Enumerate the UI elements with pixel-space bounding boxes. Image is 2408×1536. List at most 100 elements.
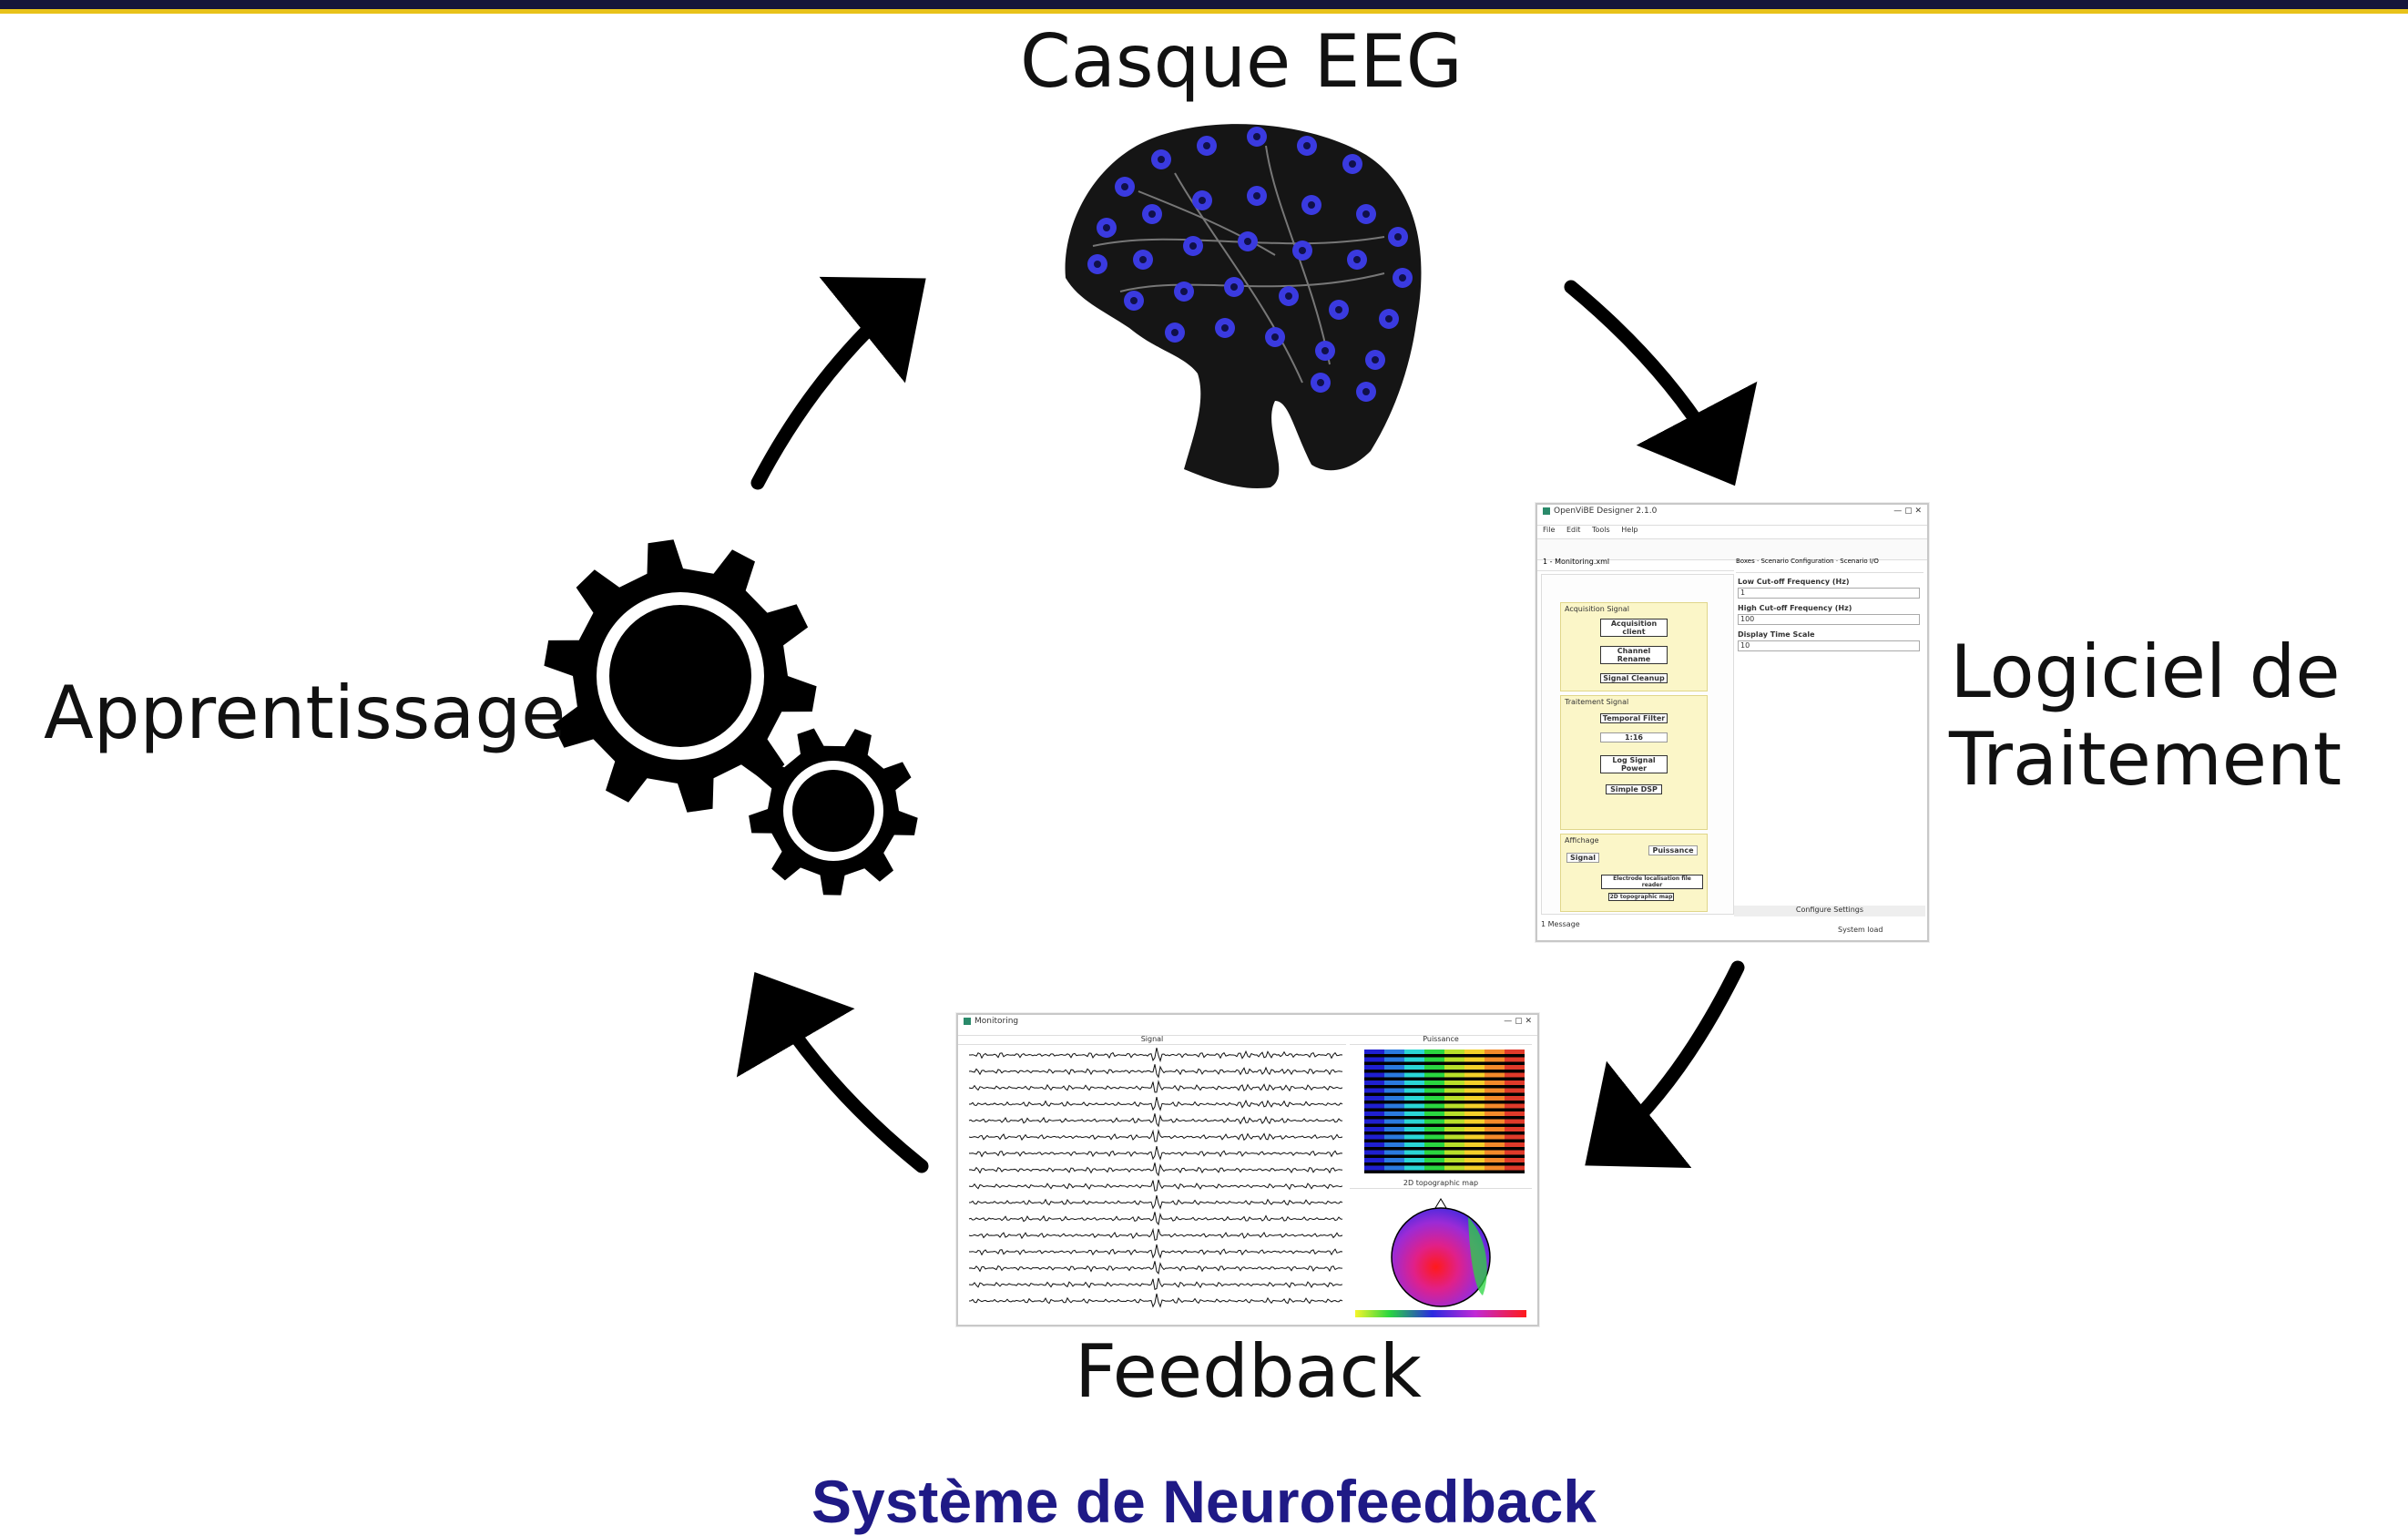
status-message: 1 Message	[1541, 920, 1580, 928]
topo-panel-title: 2D topographic map	[1350, 1179, 1532, 1189]
box-log-signal-power[interactable]: Log Signal Power	[1600, 755, 1668, 773]
power-band-cell	[1485, 1119, 1505, 1124]
arrow-software-to-feedback	[1585, 960, 1745, 1168]
box-channel-rename[interactable]: Channel Rename	[1600, 646, 1668, 664]
power-band-cell	[1404, 1111, 1424, 1116]
box-acquisition-client[interactable]: Acquisition client	[1600, 619, 1668, 637]
electrode-center	[1353, 256, 1361, 263]
power-band-cell	[1384, 1065, 1404, 1070]
stage-label-logiciel: Logiciel de Traitement	[1949, 629, 2342, 804]
power-band-cell	[1364, 1127, 1384, 1132]
power-band-cell	[1424, 1103, 1444, 1109]
power-band-gap	[1364, 1154, 1525, 1158]
box-temporal-filter[interactable]: Temporal Filter	[1600, 713, 1668, 723]
software-window-title: OpenViBE Designer 2.1.0 — ▢ ✕	[1537, 505, 1927, 526]
power-band-cell	[1444, 1072, 1464, 1078]
power-band-gap	[1364, 1162, 1525, 1166]
setting-low-cutoff-input[interactable]: 1	[1738, 588, 1920, 599]
electrode-center	[1158, 156, 1165, 163]
power-band-cell	[1485, 1142, 1505, 1147]
group-acquisition: Acquisition Signal Acquisition client Ch…	[1560, 602, 1708, 691]
power-band-cell	[1464, 1127, 1485, 1132]
tab-scenario[interactable]: 1 - Monitoring.xml	[1537, 558, 1734, 571]
menu-help[interactable]: Help	[1621, 526, 1638, 534]
power-band-cell	[1485, 1134, 1505, 1140]
electrode-center	[1171, 329, 1178, 336]
power-band-cell	[1424, 1057, 1444, 1062]
stage-label-logiciel-line2: Traitement	[1949, 717, 2342, 802]
power-band-gap	[1364, 1077, 1525, 1080]
app-icon	[1543, 507, 1550, 515]
power-band-cell	[1404, 1096, 1424, 1101]
power-band-cell	[1384, 1150, 1404, 1155]
box-topo-map[interactable]: 2D topographic map	[1608, 893, 1674, 901]
power-band-cell	[1364, 1158, 1384, 1162]
power-band-cell	[1485, 1096, 1505, 1101]
power-band-cell	[1485, 1111, 1505, 1116]
setting-high-cutoff-input[interactable]: 100	[1738, 614, 1920, 625]
power-band-cell	[1384, 1119, 1404, 1124]
stage-label-apprentissage: Apprentissage	[44, 671, 566, 755]
box-power-display[interactable]: Puissance	[1648, 845, 1698, 855]
software-toolbar	[1537, 539, 1927, 560]
stage-label-casque: Casque EEG	[1020, 19, 1463, 104]
electrode-center	[1244, 238, 1251, 245]
window-controls-icon[interactable]: — ▢ ✕	[1893, 507, 1922, 516]
app-icon	[964, 1017, 971, 1025]
topographic-map	[1355, 1198, 1526, 1317]
power-band-cell	[1424, 1142, 1444, 1147]
power-band-cell	[1404, 1050, 1424, 1054]
power-band-cell	[1384, 1111, 1404, 1116]
electrode-center	[1303, 142, 1311, 149]
configure-settings-button[interactable]: Configure Settings	[1734, 906, 1925, 916]
power-band-cell	[1364, 1150, 1384, 1155]
electrode-center	[1203, 142, 1210, 149]
power-band-cell	[1364, 1142, 1384, 1147]
eeg-trace	[968, 1261, 1343, 1275]
tab-scenario-config[interactable]: Scenario Configuration	[1760, 558, 1834, 565]
electrode-center	[1362, 388, 1370, 395]
power-band-cell	[1424, 1111, 1444, 1116]
power-band-cell	[1364, 1065, 1384, 1070]
electrode-center	[1199, 197, 1206, 204]
power-band-gap	[1364, 1085, 1525, 1089]
box-signal-cleanup[interactable]: Signal Cleanup	[1600, 673, 1668, 683]
eeg-trace	[968, 1194, 1343, 1210]
power-band-gap	[1364, 1147, 1525, 1151]
box-signal-display[interactable]: Signal	[1566, 853, 1599, 863]
eeg-trace	[968, 1212, 1343, 1226]
menu-edit[interactable]: Edit	[1566, 526, 1581, 534]
box-channel-selector[interactable]: 1:16	[1600, 732, 1668, 742]
box-electrode-reader[interactable]: Electrode localisation file reader	[1601, 875, 1703, 889]
scenario-canvas[interactable]: Acquisition Signal Acquisition client Ch…	[1541, 574, 1734, 915]
electrode-center	[1349, 160, 1356, 168]
box-simple-dsp[interactable]: Simple DSP	[1606, 784, 1662, 794]
power-band-cell	[1364, 1111, 1384, 1116]
power-band-cell	[1424, 1158, 1444, 1162]
tab-boxes[interactable]: Boxes	[1736, 558, 1755, 565]
power-band-cell	[1444, 1127, 1464, 1132]
power-band-cell	[1464, 1119, 1485, 1124]
electrode-center	[1180, 288, 1188, 295]
power-band-cell	[1485, 1088, 1505, 1093]
power-band-cell	[1444, 1096, 1464, 1101]
setting-time-scale-input[interactable]: 10	[1738, 640, 1920, 651]
power-band-cell	[1464, 1072, 1485, 1078]
power-band-cell	[1485, 1072, 1505, 1078]
power-band-cell	[1444, 1111, 1464, 1116]
power-band-cell	[1464, 1150, 1485, 1155]
power-band-cell	[1505, 1142, 1525, 1147]
setting-time-scale-label: Display Time Scale	[1738, 630, 1815, 639]
menu-tools[interactable]: Tools	[1591, 526, 1610, 534]
power-band-cell	[1505, 1088, 1525, 1093]
status-system-load: System load	[1838, 926, 1883, 934]
tab-scenario-io[interactable]: Scenario I/O	[1840, 558, 1879, 565]
window-controls-icon[interactable]: — ▢ ✕	[1504, 1017, 1532, 1026]
feedback-window-title: Monitoring — ▢ ✕	[958, 1015, 1537, 1036]
power-band-cell	[1485, 1150, 1505, 1155]
large-gear-icon	[544, 539, 817, 813]
electrode-center	[1121, 183, 1128, 190]
menu-file[interactable]: File	[1543, 526, 1556, 534]
electrode-center	[1094, 261, 1101, 268]
power-band-cell	[1384, 1134, 1404, 1140]
